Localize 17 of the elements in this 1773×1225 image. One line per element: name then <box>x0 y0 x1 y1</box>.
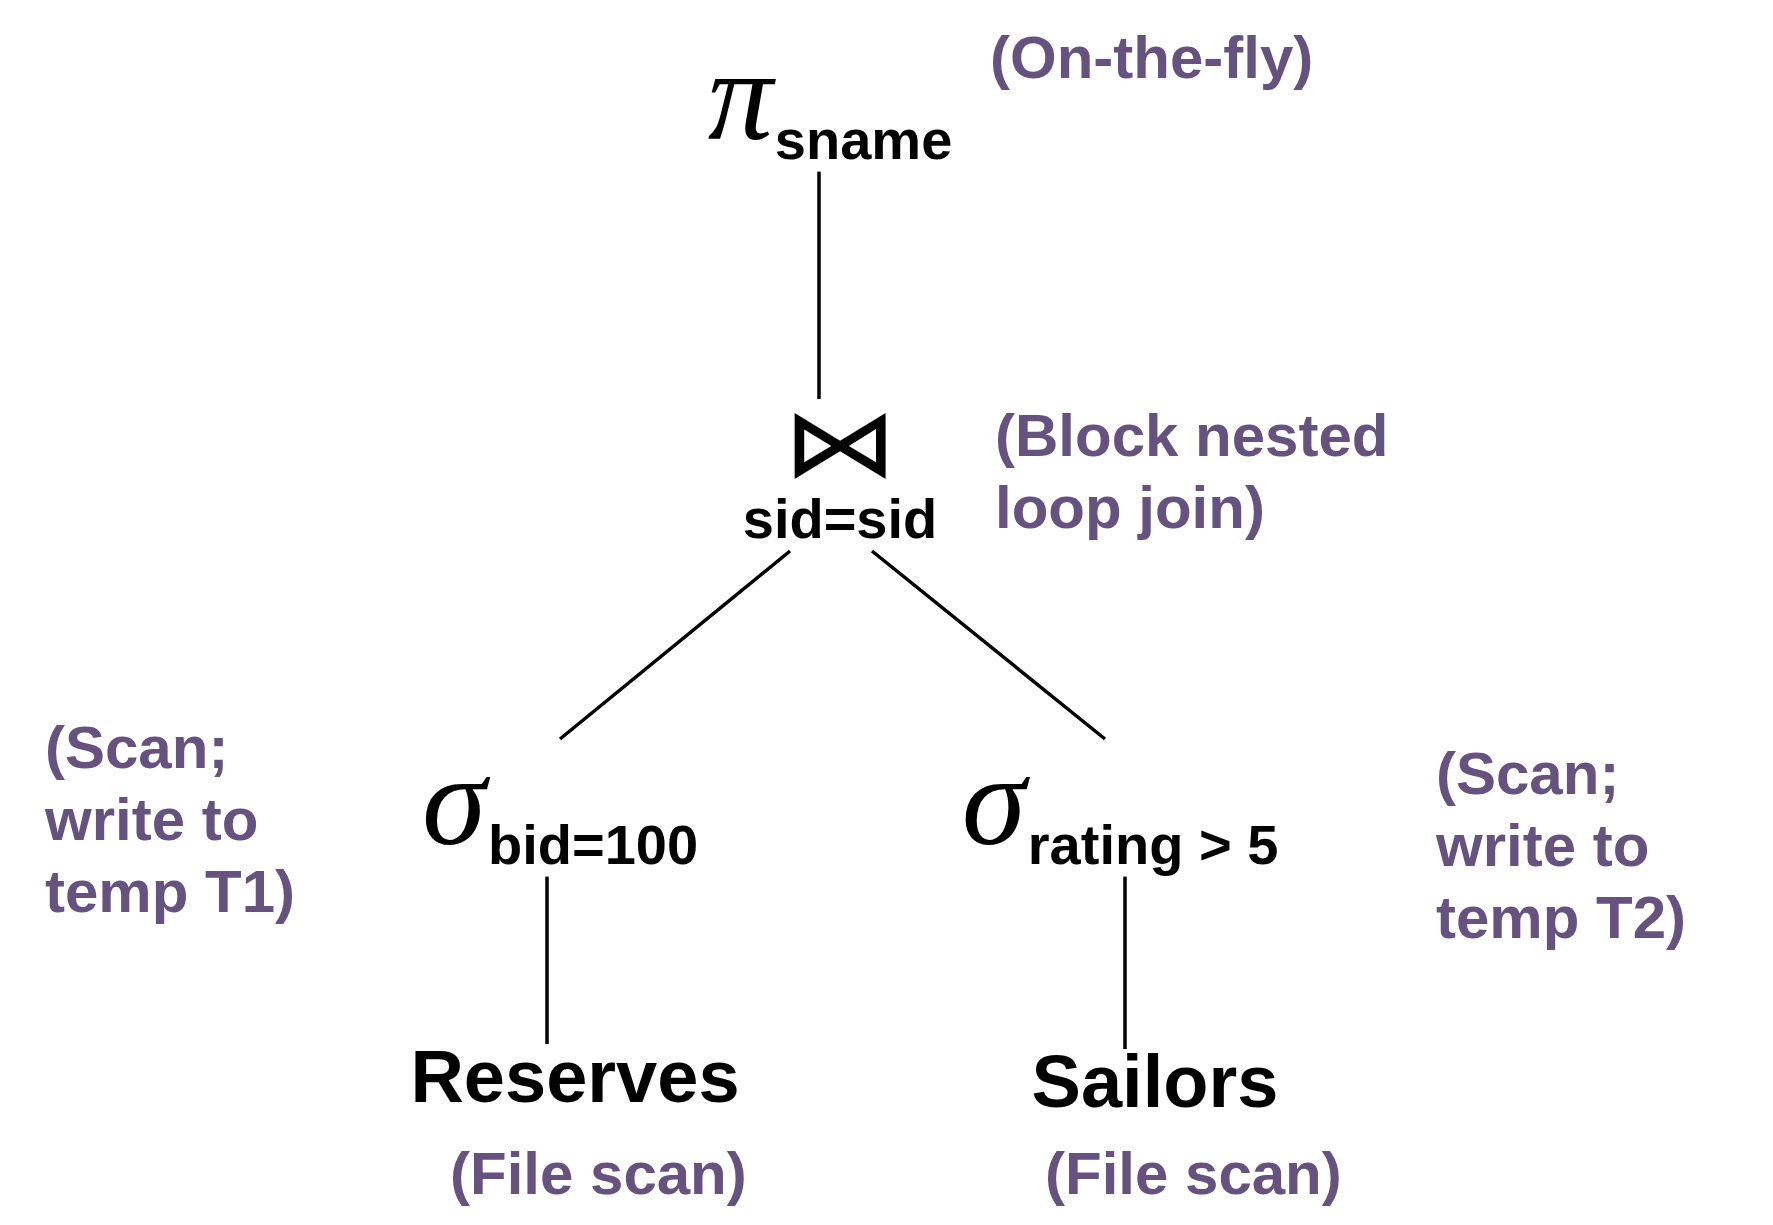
operator-expression: π$_{sname}$ <box>707 30 953 168</box>
method-annotation: (Scan; write to temp T1) <box>45 713 297 927</box>
join-symbol: ⋈ <box>782 395 898 491</box>
tree-edge <box>870 549 1107 741</box>
method-annotation: (On-the-fly) <box>990 23 1315 93</box>
method-annotation: (File scan) <box>1045 1139 1343 1209</box>
tree-edge <box>558 549 792 741</box>
tree-edge <box>1123 876 1127 1049</box>
method-annotation: (File scan) <box>450 1139 748 1209</box>
join-condition: sid=sid <box>742 491 938 547</box>
operator-expression: σ$_{bid=100}$ <box>421 735 699 873</box>
relation-name: Reserves <box>410 1040 740 1114</box>
method-annotation: (Scan; write to temp T2) <box>1436 739 1688 953</box>
tree-edge <box>817 171 821 399</box>
relation-name: Sailors <box>1031 1045 1279 1119</box>
tree-edge <box>545 876 549 1044</box>
method-annotation: (Block nested loop join) <box>995 401 1390 543</box>
